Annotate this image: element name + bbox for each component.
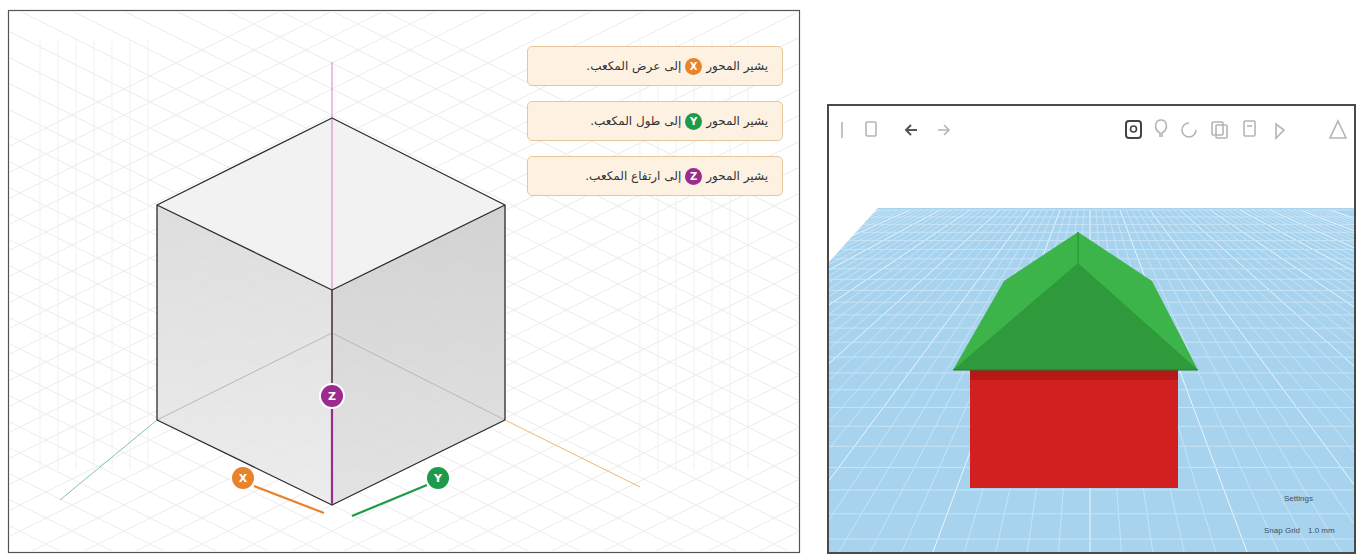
axis-segment: [352, 485, 427, 516]
callout-box: يشير المحور Y إلى طول المكعب.: [527, 101, 783, 141]
axis-badge: X: [685, 58, 702, 75]
text: إلى طول المكعب.: [590, 114, 681, 128]
text: إلى عرض المكعب.: [586, 59, 681, 73]
toolbar: [829, 106, 1354, 154]
workplane-grid: [0, 210, 1359, 557]
text: Y: [690, 116, 697, 127]
text: Y: [434, 472, 442, 485]
text: يشير المحور: [706, 114, 768, 128]
callout-box: يشير المحور Z إلى ارتفاع المكعب.: [527, 156, 783, 196]
toolbar-icons: [842, 120, 1346, 138]
axis-line: [332, 62, 333, 118]
text: X: [239, 472, 247, 485]
axis-badge: Y: [427, 467, 449, 489]
text: Z: [328, 390, 336, 403]
axis-segment: [254, 486, 324, 513]
iso-grid: [9, 11, 799, 552]
text: يشير المحور: [706, 59, 768, 73]
axis-badge: X: [232, 467, 254, 489]
text: يشير المحور: [706, 169, 768, 183]
callout-box: يشير المحور X إلى عرض المكعب.: [527, 46, 783, 86]
ui-label: Settings: [1284, 494, 1313, 503]
house-model: [953, 232, 1198, 488]
text: X: [690, 61, 698, 72]
ui-label: 1.0 mm: [1308, 526, 1335, 535]
axis-line: [60, 420, 157, 500]
text: إلى ارتفاع المكعب.: [585, 169, 681, 183]
axis-line: [505, 420, 640, 487]
text: Z: [690, 171, 697, 182]
cube: [157, 118, 505, 505]
axis-segment: [331, 408, 333, 503]
axis-badge: Z: [321, 385, 343, 407]
ui-label: Snap Grid: [1264, 526, 1300, 535]
workplane: [829, 208, 1354, 552]
axis-badge: Y: [685, 113, 702, 130]
axis-badge: Z: [685, 168, 702, 185]
